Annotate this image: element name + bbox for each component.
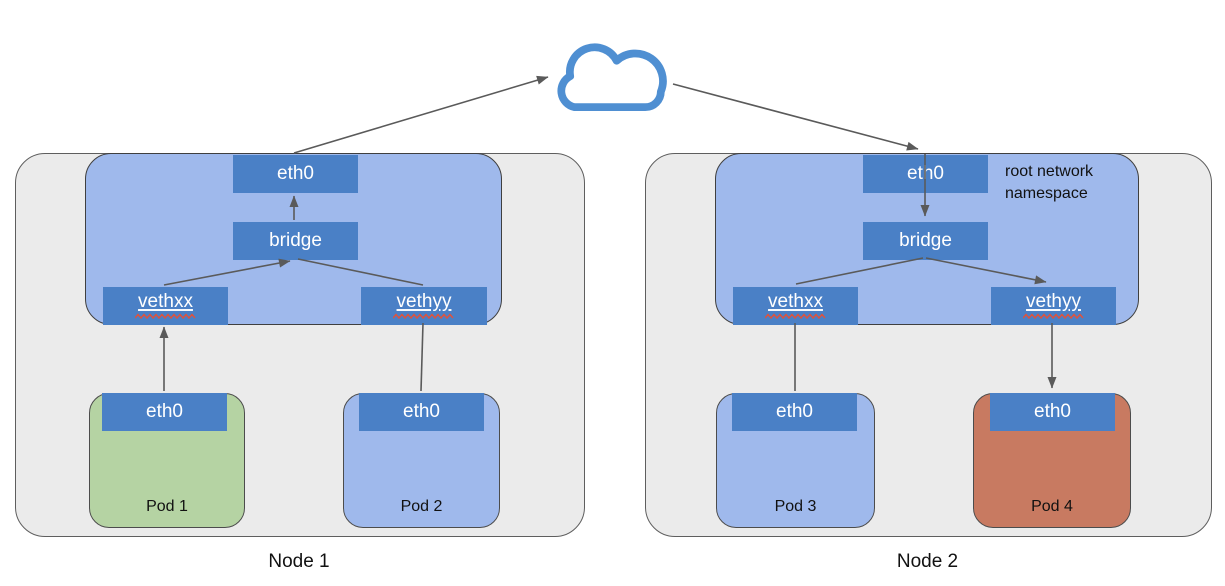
pod4-eth0-box: eth0 bbox=[990, 393, 1115, 431]
pod2-eth0-box: eth0 bbox=[359, 393, 484, 431]
node2-eth0-label: eth0 bbox=[907, 162, 944, 184]
pod3-eth0-label: eth0 bbox=[776, 400, 813, 422]
node2-root-network-namespace: eth0 root network namespace bridge vethx… bbox=[715, 153, 1139, 325]
node1-label: Node 1 bbox=[268, 551, 330, 572]
spellcheck-squiggle bbox=[134, 313, 196, 320]
root-network-namespace-annotation: root network namespace bbox=[1005, 163, 1094, 202]
pod1-eth0-label: eth0 bbox=[146, 400, 183, 422]
node2-eth0-box: eth0 bbox=[863, 155, 988, 193]
pod1: eth0 Pod 1 bbox=[89, 393, 245, 528]
pod3: eth0 Pod 3 bbox=[716, 393, 875, 528]
pod1-eth0-box: eth0 bbox=[102, 393, 227, 431]
node2-vethyy-box: vethyy bbox=[991, 287, 1116, 325]
spellcheck-squiggle bbox=[393, 313, 454, 320]
node2-bridge-label: bridge bbox=[899, 229, 952, 251]
node1-vethxx-label: vethxx bbox=[138, 290, 193, 312]
pod3-label: Pod 3 bbox=[774, 498, 817, 515]
cloud-icon bbox=[557, 43, 667, 112]
node1-vethxx-box: vethxx bbox=[103, 287, 228, 325]
pod2-eth0-label: eth0 bbox=[403, 400, 440, 422]
node2-vethxx-label: vethxx bbox=[768, 290, 823, 312]
pod4: eth0 Pod 4 bbox=[973, 393, 1131, 528]
arrow-node1-eth0-to-cloud bbox=[293, 75, 549, 154]
node2: eth0 root network namespace bridge vethx… bbox=[645, 153, 1212, 537]
node1-root-network-namespace: eth0 bridge vethxx vethyy bbox=[85, 153, 502, 325]
node1-bridge-label: bridge bbox=[269, 229, 322, 251]
pod2-label: Pod 2 bbox=[400, 498, 443, 515]
node2-bridge-box: bridge bbox=[863, 222, 988, 260]
spellcheck-squiggle bbox=[1022, 313, 1084, 320]
node1-bridge-box: bridge bbox=[233, 222, 358, 260]
node2-vethxx-box: vethxx bbox=[733, 287, 858, 325]
pod1-label: Pod 1 bbox=[146, 498, 188, 515]
node2-label: Node 2 bbox=[896, 551, 959, 572]
arrow-cloud-to-node2-eth0 bbox=[672, 83, 919, 151]
node1: eth0 bridge vethxx vethyy eth0 bbox=[15, 153, 585, 537]
pod4-label: Pod 4 bbox=[1031, 498, 1073, 515]
node1-eth0-label: eth0 bbox=[277, 162, 314, 184]
node2-vethyy-label: vethyy bbox=[1026, 290, 1081, 312]
pod2: eth0 Pod 2 bbox=[343, 393, 500, 528]
spellcheck-squiggle bbox=[764, 313, 826, 320]
node1-vethyy-box: vethyy bbox=[361, 287, 487, 325]
node1-eth0-box: eth0 bbox=[233, 155, 358, 193]
node1-vethyy-label: vethyy bbox=[396, 290, 452, 312]
pod3-eth0-box: eth0 bbox=[732, 393, 857, 431]
pod4-eth0-label: eth0 bbox=[1034, 400, 1071, 422]
